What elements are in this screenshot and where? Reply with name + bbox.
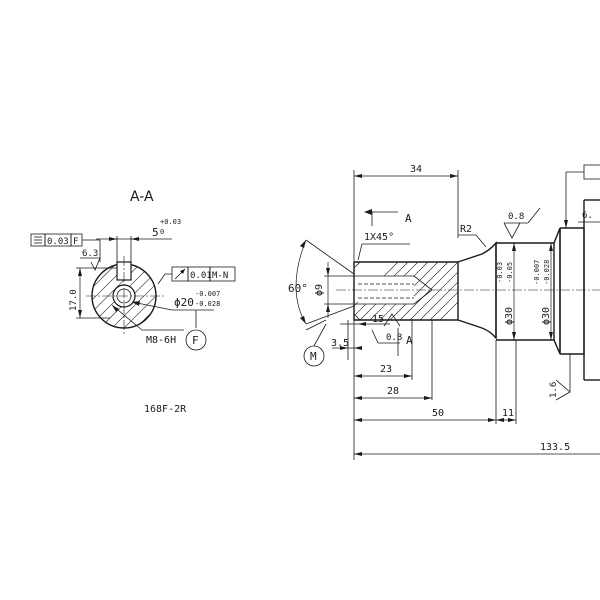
section-mark-bottom: A — [397, 328, 413, 356]
dimension-total: 133.5 — [354, 442, 600, 456]
part-number: 168F-2R — [144, 404, 187, 415]
chamfer-value: 1X45° — [364, 232, 394, 243]
runout-tolerance-frame: 0.01 M-N — [157, 266, 236, 285]
dimension-total-value: 133.5 — [540, 442, 570, 453]
keyway-width-value: 5 — [152, 226, 159, 239]
diameter-value: ϕ20 — [174, 296, 194, 309]
symmetry-datum: F — [73, 237, 78, 247]
runout-datum: M-N — [212, 271, 228, 281]
keyway-width-tol-lower: 0 — [160, 228, 164, 236]
angle-value: 60° — [288, 282, 308, 295]
thread-callout: M8-6H — [111, 304, 184, 346]
shaft-body — [457, 199, 600, 381]
angle-60-dimension: 60° — [288, 239, 355, 325]
phi30-first-tol-upper: -0.03 — [496, 262, 504, 283]
roughness-right-value: 6. — [582, 211, 593, 221]
dimension-3-5-value: 3.5 — [331, 338, 349, 349]
phi30-second-value: ϕ30 — [541, 307, 552, 325]
section-mark-bottom-label: A — [406, 334, 413, 347]
roughness-top-value: 0.8 — [508, 212, 524, 222]
shaft-cross-section — [86, 256, 166, 336]
runout-value: 0.01 — [190, 271, 212, 281]
bore-value: ϕ9 — [314, 284, 325, 296]
section-title: A-A — [130, 189, 154, 205]
datum-m-label: M — [310, 350, 317, 363]
main-view: 34 A 1X45° R2 0.8 — [288, 164, 600, 460]
dimension-23-value: 23 — [380, 364, 392, 375]
roughness-symbol-6-3: 6.3 — [80, 249, 101, 271]
keyway-width-dimension: 5 +0.03 0 — [96, 218, 181, 268]
phi30-second-tol-lower: -0.028 — [543, 260, 551, 285]
diameter-phi30-first: ϕ30 -0.03 -0.05 — [496, 243, 516, 340]
dimension-50-value: 50 — [432, 408, 444, 419]
fillet-value: R2 — [460, 224, 472, 235]
symmetry-value: 0.03 — [47, 237, 69, 247]
dimension-50: 50 — [354, 408, 496, 422]
phi30-first-tol-lower: -0.05 — [506, 262, 514, 283]
diameter-tol-upper: -0.007 — [195, 290, 220, 298]
thread-value: M8-6H — [146, 335, 176, 346]
diameter-tol-lower: -0.028 — [195, 300, 220, 308]
dimension-34: 34 — [353, 164, 459, 262]
section-mark-top-label: A — [405, 212, 412, 225]
symmetry-tolerance-frame: 0.03 F — [30, 233, 101, 262]
front-section-hatched — [353, 261, 459, 321]
datum-f-symbol: F — [185, 329, 207, 351]
roughness-symbol-top: 0.8 — [503, 207, 541, 239]
datum-m-symbol: M — [303, 319, 327, 367]
diameter-phi30-second: ϕ30 -0.007 -0.028 — [533, 243, 553, 340]
section-view-a-a: A-A 5 +0.03 0 0.03 F 6.3 — [30, 189, 236, 415]
dimension-11-value: 11 — [502, 408, 514, 419]
dimension-28: 28 — [354, 386, 432, 400]
dimension-15-value: 15 — [372, 314, 384, 325]
phi30-first-value: ϕ30 — [504, 307, 515, 325]
dimension-34-value: 34 — [410, 164, 422, 175]
roughness-bottom-value: 0.8 — [386, 333, 402, 343]
fillet-callout: R2 — [458, 224, 487, 248]
tolerance-frame-partial: 6. — [564, 164, 600, 228]
roughness-value: 6.3 — [82, 249, 98, 259]
phi30-second-tol-upper: -0.007 — [533, 260, 541, 285]
roughness-lower-value: 1.6 — [549, 382, 559, 398]
dimension-3-5: 3.5 — [331, 320, 362, 360]
keyway-depth-value: 17.0 — [69, 289, 79, 311]
roughness-symbol-bottom: 0.8 — [371, 329, 402, 344]
dimension-23: 23 — [354, 364, 412, 378]
diameter-phi20: ϕ20 -0.007 -0.028 — [131, 290, 220, 328]
dimension-11: 11 — [496, 408, 516, 422]
datum-f-label: F — [192, 334, 199, 347]
dimension-28-value: 28 — [387, 386, 399, 397]
chamfer-callout: 1X45° — [357, 232, 410, 261]
section-mark-top: A — [364, 209, 412, 226]
keyway-width-tol-upper: +0.03 — [160, 218, 181, 226]
bore-phi9-dimension: ϕ9 — [314, 262, 358, 318]
keyway-depth-dimension: 17.0 — [69, 267, 118, 319]
roughness-symbol-lower: 1.6 — [549, 354, 571, 401]
